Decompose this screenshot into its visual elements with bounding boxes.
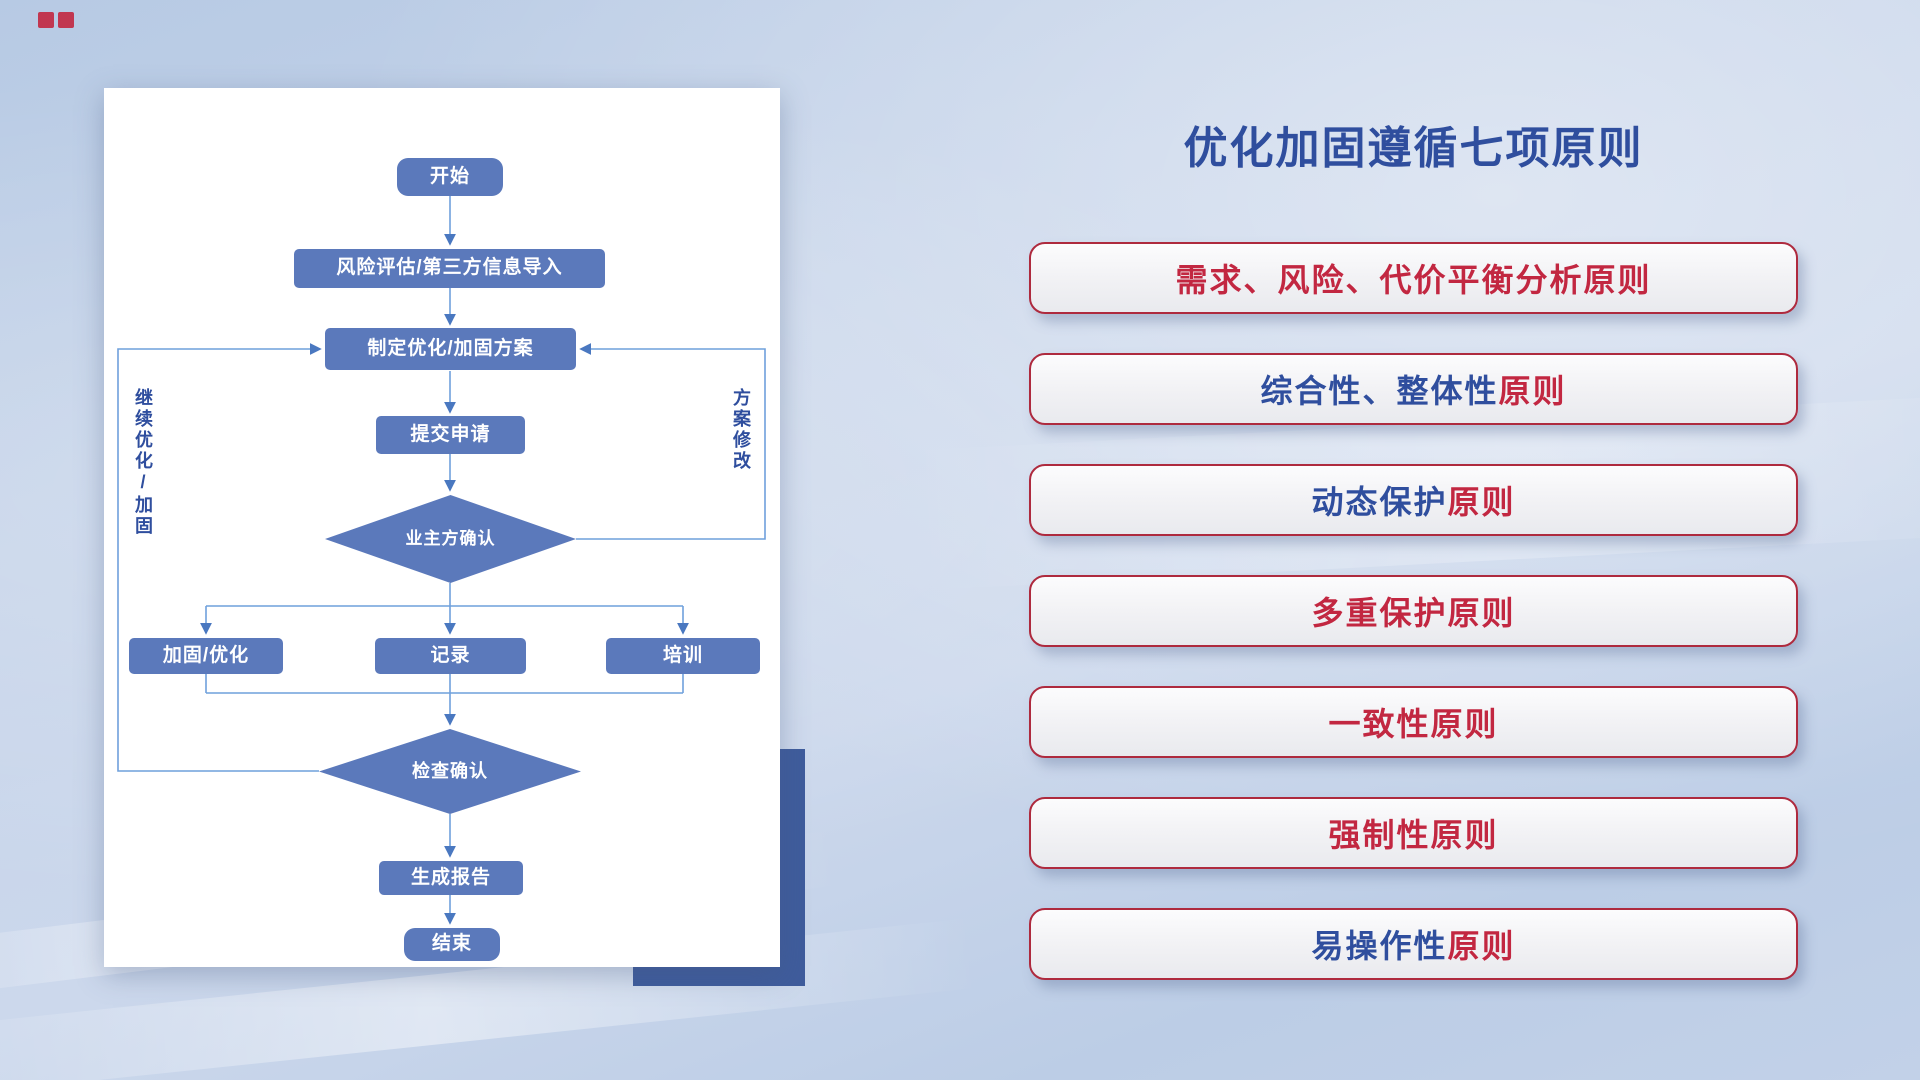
page-title: 优化加固遵循七项原则 [1183, 124, 1644, 173]
flowchart-connectors [117, 196, 766, 925]
flow-node-plan: 制定优化/加固方案 [325, 328, 576, 370]
flow-node-submit: 提交申请 [376, 416, 525, 454]
flow-node-record: 记录 [375, 638, 526, 674]
principle-card: 易操作性原则 [1029, 908, 1798, 980]
brand-logo-icon [38, 10, 78, 32]
principle-text: 综合性、整体性 [1260, 373, 1499, 409]
loop-label-plan-revise: 方案修改 [731, 388, 751, 472]
flow-node-start: 开始 [397, 158, 503, 196]
flow-node-reinforce: 加固/优化 [129, 638, 283, 674]
flow-node-report: 生成报告 [379, 861, 523, 895]
principle-card: 需求、风险、代价平衡分析原则 [1029, 242, 1798, 314]
flow-node-risk-import: 风险评估/第三方信息导入 [294, 249, 605, 288]
principle-card: 动态保护原则 [1029, 464, 1798, 536]
principle-text: 强制性原则 [1328, 817, 1499, 853]
principle-card: 多重保护原则 [1029, 575, 1798, 647]
flowchart-card: 开始 风险评估/第三方信息导入 制定优化/加固方案 提交申请 业主方确认 加固/… [104, 88, 780, 967]
principle-text: 多重保护原则 [1311, 595, 1516, 631]
principle-text: 原则 [1447, 928, 1516, 964]
principle-card: 综合性、整体性原则 [1029, 353, 1798, 425]
principle-text: 原则 [1447, 484, 1516, 520]
principle-card: 强制性原则 [1029, 797, 1798, 869]
flow-node-end: 结束 [404, 928, 500, 961]
principle-text: 需求、风险、代价平衡分析原则 [1175, 262, 1652, 298]
principle-text: 原则 [1498, 373, 1567, 409]
principles-list: 需求、风险、代价平衡分析原则综合性、整体性原则动态保护原则多重保护原则一致性原则… [1029, 242, 1798, 1019]
principle-text: 一致性原则 [1328, 706, 1499, 742]
flow-node-training: 培训 [606, 638, 760, 674]
loop-label-continue-optimize: 继续优化/加固 [133, 388, 153, 537]
principle-text: 动态保护 [1311, 484, 1448, 520]
principle-card: 一致性原则 [1029, 686, 1798, 758]
principle-text: 易操作性 [1311, 928, 1448, 964]
